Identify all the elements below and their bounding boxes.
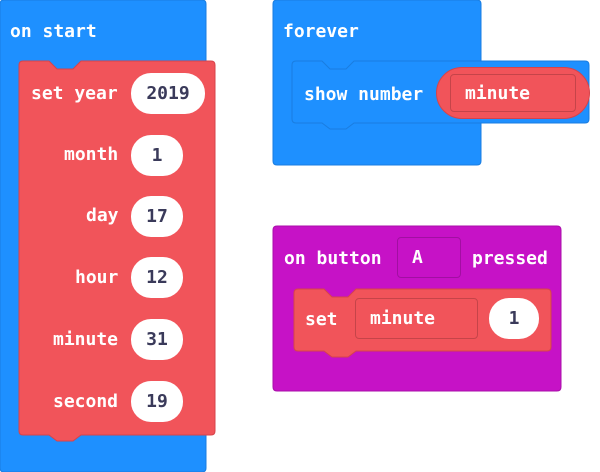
minute-value-dropdown[interactable]: minute	[450, 74, 576, 112]
set-variable-shape	[293, 288, 552, 358]
set-year-label: set year	[31, 83, 118, 104]
minute-label: minute	[53, 329, 119, 350]
set-target-dropdown[interactable]: minute	[355, 298, 478, 339]
set-variable-block[interactable]	[293, 288, 554, 359]
forever-label: forever	[283, 21, 359, 42]
hour-input[interactable]: 12	[131, 257, 183, 298]
set-time-shape	[18, 60, 216, 442]
on-start-label: on start	[10, 21, 97, 42]
month-input[interactable]: 1	[131, 135, 183, 176]
show-number-label: show number	[304, 84, 424, 105]
set-label: set	[305, 309, 338, 330]
pressed-label: pressed	[472, 248, 548, 269]
second-label: second	[53, 391, 119, 412]
month-label: month	[64, 144, 119, 165]
forever-block[interactable]: forever show number minute	[272, 0, 590, 166]
on-start-block[interactable]: on start set year 2019 month 1 day 17 ho…	[0, 0, 216, 472]
hour-label: hour	[75, 267, 119, 288]
on-button-label: on button	[284, 248, 382, 269]
day-input[interactable]: 17	[131, 196, 183, 237]
minute-reporter[interactable]: minute	[436, 67, 590, 119]
on-button-pressed-block[interactable]: on button A pressed set minute 1	[272, 225, 563, 392]
second-input[interactable]: 19	[131, 381, 183, 422]
button-dropdown[interactable]: A	[397, 237, 461, 278]
set-time-block[interactable]	[18, 60, 217, 442]
set-value-input[interactable]: 1	[489, 298, 539, 339]
year-input[interactable]: 2019	[131, 73, 205, 114]
day-label: day	[86, 205, 119, 226]
minute-input[interactable]: 31	[131, 319, 183, 360]
